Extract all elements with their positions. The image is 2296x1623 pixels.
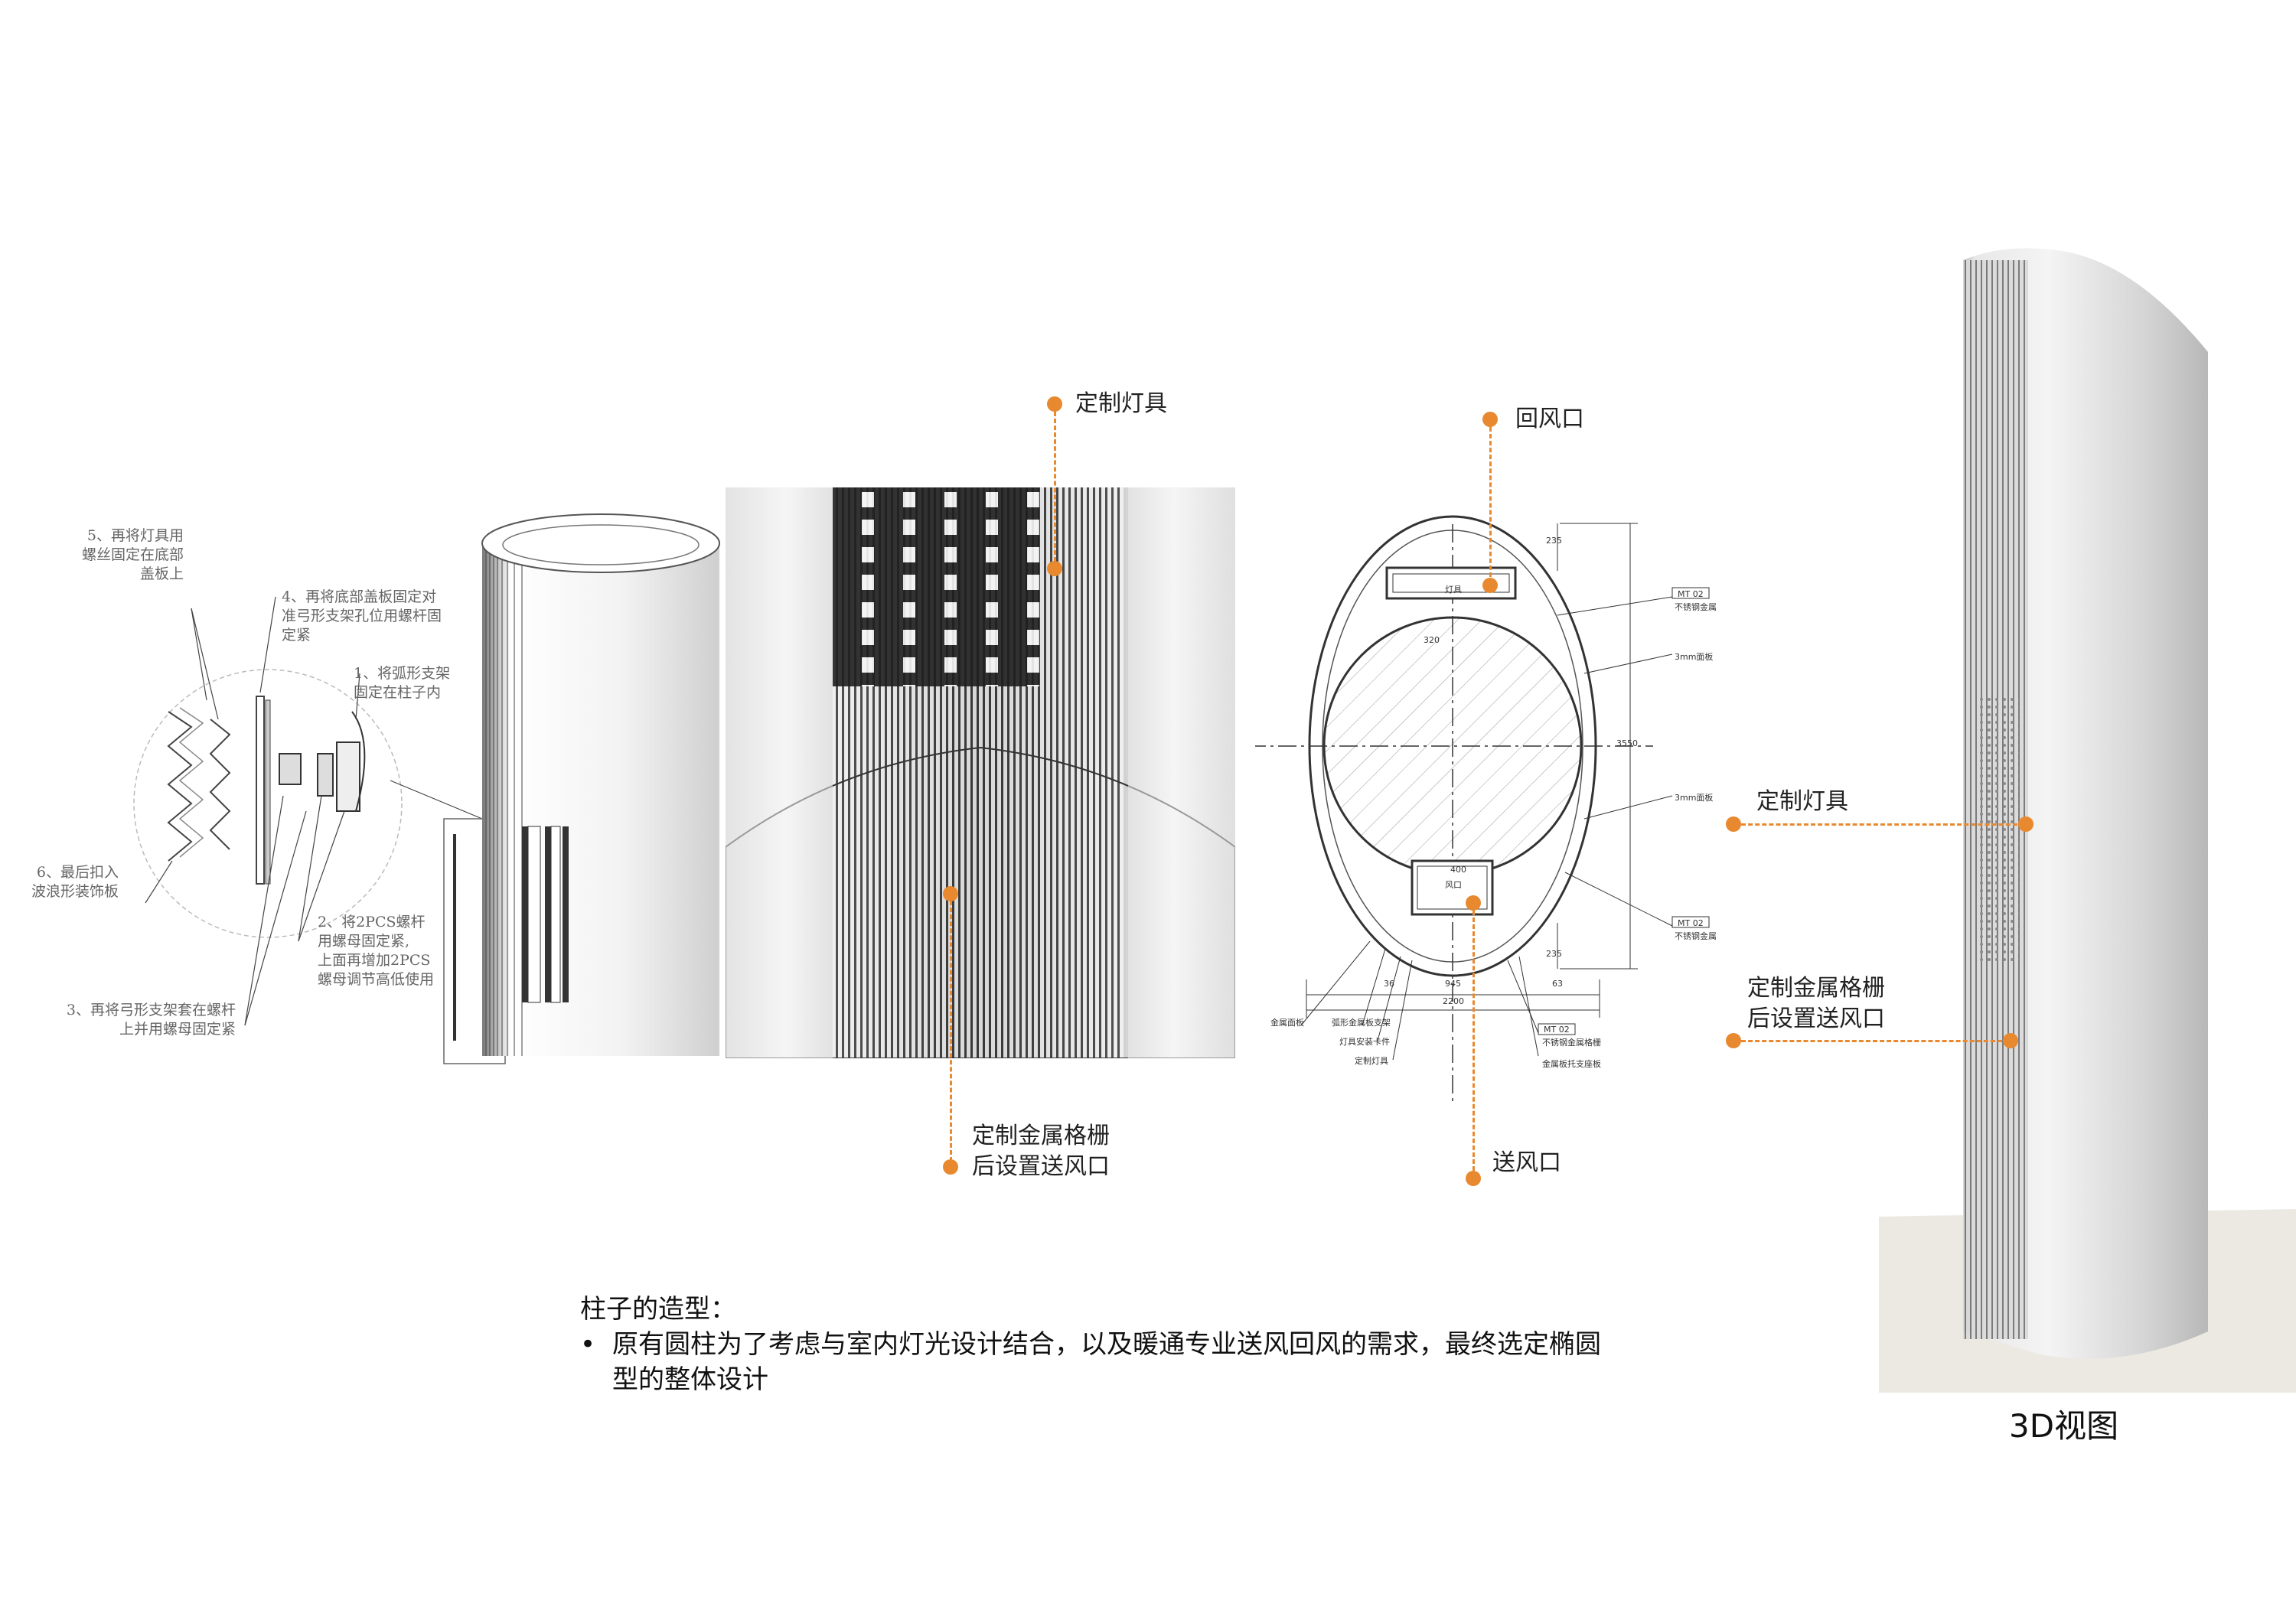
plan-dim-width: 2200	[1443, 996, 1464, 1006]
callout-dot-lamp-top-end	[1047, 561, 1062, 576]
plan-label-left-2: 灯具安装卡件	[1339, 1037, 1390, 1047]
callout-line-grille	[950, 894, 952, 1162]
plan-label-right-1: 金属板托支座板	[1542, 1059, 1601, 1069]
plan-label-left-1: 弧形金属板支架	[1332, 1018, 1391, 1028]
callout-label-lamp-top: 定制灯具	[1075, 390, 1167, 417]
plan-dim-box: 400	[1450, 865, 1466, 875]
callout-label-supply-air: 送风口	[1492, 1149, 1561, 1176]
callout-dot-lamp-3d-end	[2018, 816, 2033, 832]
plan-tag-3mm-1: 3mm面板	[1675, 652, 1714, 662]
description-bullet: •	[580, 1329, 596, 1360]
plan-dim-bottom: 235	[1546, 949, 1562, 959]
plan-dim-inner: 945	[1445, 979, 1461, 989]
callout-line-lamp-top	[1054, 412, 1056, 569]
plan-dim-left: 36	[1384, 979, 1394, 989]
plan-box-bottom-label: 风口	[1445, 880, 1462, 890]
plan-dim-right: 63	[1552, 979, 1563, 989]
callout-label-grille-3d: 定制金属格栅后设置送风口	[1747, 975, 1885, 1032]
install-note-step1: 1、将弧形支架固定在柱子内	[354, 665, 451, 701]
callout-dot-return-air	[1482, 412, 1498, 427]
description-title: 柱子的造型：	[580, 1294, 736, 1325]
column-closeup-svg	[725, 487, 1236, 1059]
install-note-step6: 6、最后扣入波浪形装饰板	[31, 864, 119, 900]
plan-section-drawing	[1247, 513, 1714, 1110]
callout-label-grille: 定制金属格栅后设置送风口	[972, 1123, 1110, 1180]
plan-dim-total: 3550	[1616, 738, 1638, 748]
plan-tag-steel-1: 不锈钢金属	[1675, 602, 1717, 612]
install-note-step5: 5、再将灯具用螺丝固定在底部盖板上	[81, 527, 184, 582]
plan-dim-top: 235	[1546, 536, 1562, 546]
render-3d-view	[1879, 245, 2296, 1393]
callout-dot-lamp-top	[1047, 396, 1062, 412]
callout-line-supply-air	[1473, 911, 1475, 1171]
callout-dot-supply-air-start	[1466, 895, 1481, 911]
callout-dot-grille-3d	[1726, 1033, 1741, 1048]
callout-line-return-air	[1489, 427, 1492, 584]
plan-box-top-label: 灯具	[1445, 585, 1462, 595]
plan-tag-mt-2: MT 02	[1678, 918, 1704, 928]
column-isometric	[475, 497, 727, 1056]
plan-label-left-0: 金属面板	[1270, 1018, 1304, 1028]
callout-label-lamp-3d: 定制灯具	[1756, 788, 1848, 815]
callout-dot-supply-air-end	[1466, 1171, 1481, 1186]
caption-3d-view: 3D视图	[2009, 1407, 2119, 1445]
plan-section-svg	[1247, 515, 1710, 1102]
callout-dot-return-air-end	[1482, 578, 1498, 593]
callout-dot-grille-3d-end	[2003, 1033, 2018, 1048]
description-body: 原有圆柱为了考虑与室内灯光设计结合，以及暖通专业送风回风的需求，最终选定椭圆 型…	[612, 1329, 1601, 1395]
plan-dim-box2: 320	[1424, 635, 1440, 645]
callout-dot-grille-end	[943, 1159, 958, 1175]
column-closeup	[725, 487, 1236, 1059]
callout-label-return-air: 回风口	[1515, 406, 1584, 432]
plan-tag-steel-2: 不锈钢金属	[1675, 931, 1717, 941]
callout-dot-lamp-3d	[1726, 816, 1741, 832]
install-note-step3: 3、再将弓形支架套在螺杆上并用螺母固定紧	[66, 1002, 236, 1038]
column-isometric-svg	[481, 513, 720, 1056]
callout-line-lamp-3d	[1741, 823, 2024, 826]
plan-label-right-0: 不锈钢金属格栅	[1542, 1038, 1601, 1048]
plan-tag-3mm-2: 3mm面板	[1675, 793, 1714, 803]
plan-tag-mt-1: MT 02	[1678, 589, 1704, 599]
callout-line-grille-3d	[1741, 1040, 2009, 1042]
render-3d-svg	[1879, 248, 2296, 1393]
install-note-step4: 4、再将底部盖板固定对准弓形支架孔位用螺杆固定紧	[282, 588, 442, 644]
plan-label-left-3: 定制灯具	[1355, 1056, 1388, 1066]
plan-tag-mt-3: MT 02	[1544, 1025, 1570, 1035]
